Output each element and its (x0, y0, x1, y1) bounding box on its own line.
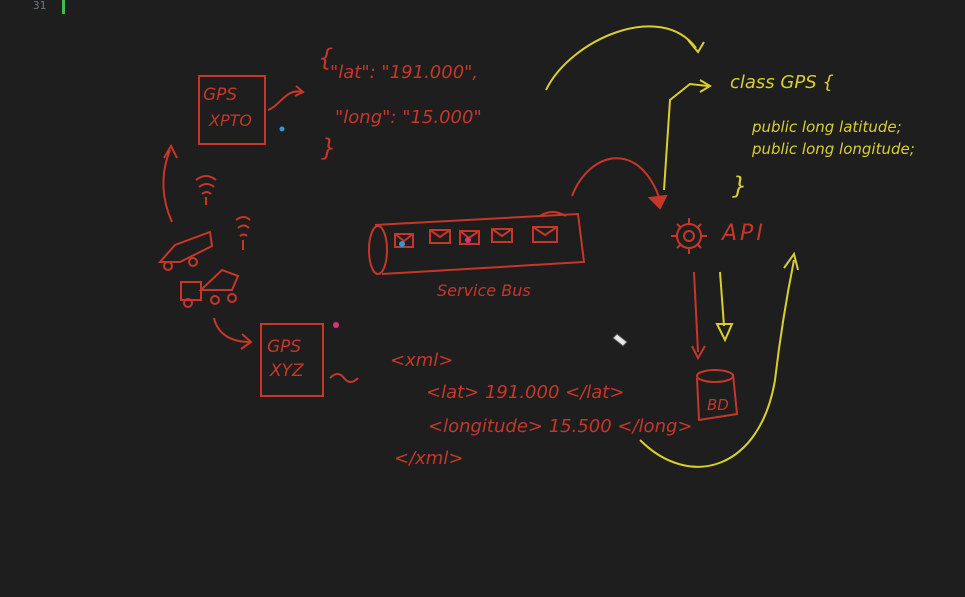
arc-arrow-up (162, 149, 173, 223)
wheel-icon (227, 293, 237, 303)
json-sample: { "lat": "191.000", "long": "15.000" } (318, 44, 482, 162)
bus-tube-body (374, 212, 586, 275)
xml-lat-line: <lat> 191.000 </lat> (426, 382, 624, 403)
text-cursor (62, 0, 65, 14)
envelope-flap (532, 226, 558, 237)
xml-open: <xml> (390, 350, 453, 371)
wheel-icon (188, 257, 198, 267)
envelope-flap (394, 233, 414, 243)
gps-xyz-device: GPS XYZ (260, 323, 324, 397)
message-envelope (459, 230, 480, 245)
gps-xyz-box (260, 323, 324, 397)
truck-icon (157, 230, 214, 263)
arrowhead (687, 39, 705, 54)
pen-cursor-icon (612, 333, 628, 347)
json-open-brace: { (318, 44, 333, 72)
api-service: API (671, 218, 766, 254)
gps-xpto-line2: XPTO (208, 111, 252, 130)
class-line4: } (732, 172, 747, 200)
class-line2: public long latitude; (751, 118, 902, 136)
arrow-bus-to-api (571, 157, 661, 201)
gps-xpto-device: GPS XPTO (198, 75, 266, 145)
arrowhead (647, 194, 668, 210)
arrowhead (240, 333, 253, 350)
editor-gutter: 31 (0, 0, 62, 14)
signal-icon (195, 175, 217, 205)
pink-dot (333, 322, 339, 328)
arrow-api-to-db (693, 271, 699, 353)
line-number: 31 (33, 0, 47, 12)
message-envelope (532, 226, 558, 243)
arrowhead (783, 251, 799, 271)
arrow-class-to-api (663, 82, 709, 191)
arrow-loop-back (639, 259, 795, 468)
service-bus-label: Service Bus (437, 281, 531, 300)
gps-xpto-box (198, 75, 266, 145)
xml-long-line: <longitude> 15.500 </long> (428, 416, 692, 437)
envelope-flap (491, 228, 513, 238)
class-line1: class GPS { (730, 72, 834, 93)
envelope-flap (459, 230, 480, 240)
gps-xyz-line1: GPS (267, 337, 301, 357)
api-label: API (720, 221, 766, 246)
arrowhead (294, 85, 305, 97)
truck-fleet-sketch (157, 143, 253, 350)
signal-icon (235, 216, 251, 250)
json-lat-line: "lat": "191.000", (330, 62, 478, 83)
class-line3: public long longitude; (751, 140, 915, 158)
database (696, 369, 739, 422)
gps-xpto-line1: GPS (203, 85, 237, 105)
xml-sample: <xml> <lat> 191.000 </lat> <longitude> 1… (390, 350, 692, 469)
db-cylinder (696, 373, 739, 422)
arrowhead (715, 323, 734, 343)
database-label: BD (707, 396, 729, 414)
wheel-icon (163, 261, 173, 271)
squiggle-connector (329, 373, 359, 383)
message-envelope (491, 228, 513, 243)
arrowhead (691, 345, 706, 361)
arrow-top-curve (545, 25, 697, 91)
service-bus (368, 211, 586, 275)
xml-close: </xml> (394, 448, 463, 469)
class-definition: class GPS { public long latitude; public… (730, 72, 915, 200)
arrow-to-xyz (213, 317, 251, 343)
db-cylinder-top (696, 369, 734, 383)
wheel-icon (183, 298, 193, 308)
arrowhead-up (163, 143, 178, 159)
bus-tube-end (368, 225, 388, 275)
gps-xyz-line2: XYZ (269, 361, 304, 381)
blue-dot (399, 241, 405, 247)
message-envelope (429, 229, 451, 244)
envelope-flap (429, 229, 451, 239)
blue-dot (279, 126, 285, 132)
truck-icon (180, 281, 202, 301)
arrow-xpto-to-json (267, 90, 303, 111)
truck-trailer (198, 268, 240, 291)
wheel-icon (210, 295, 220, 305)
json-close-brace: } (321, 134, 336, 162)
arrow-yellow-down (719, 271, 725, 327)
message-envelope (394, 233, 414, 248)
pink-dot (465, 237, 471, 243)
arrowhead (699, 79, 712, 93)
bus-tube-arrow (539, 211, 567, 217)
json-long-line: "long": "15.000" (335, 107, 482, 128)
gear-icon (671, 218, 707, 254)
